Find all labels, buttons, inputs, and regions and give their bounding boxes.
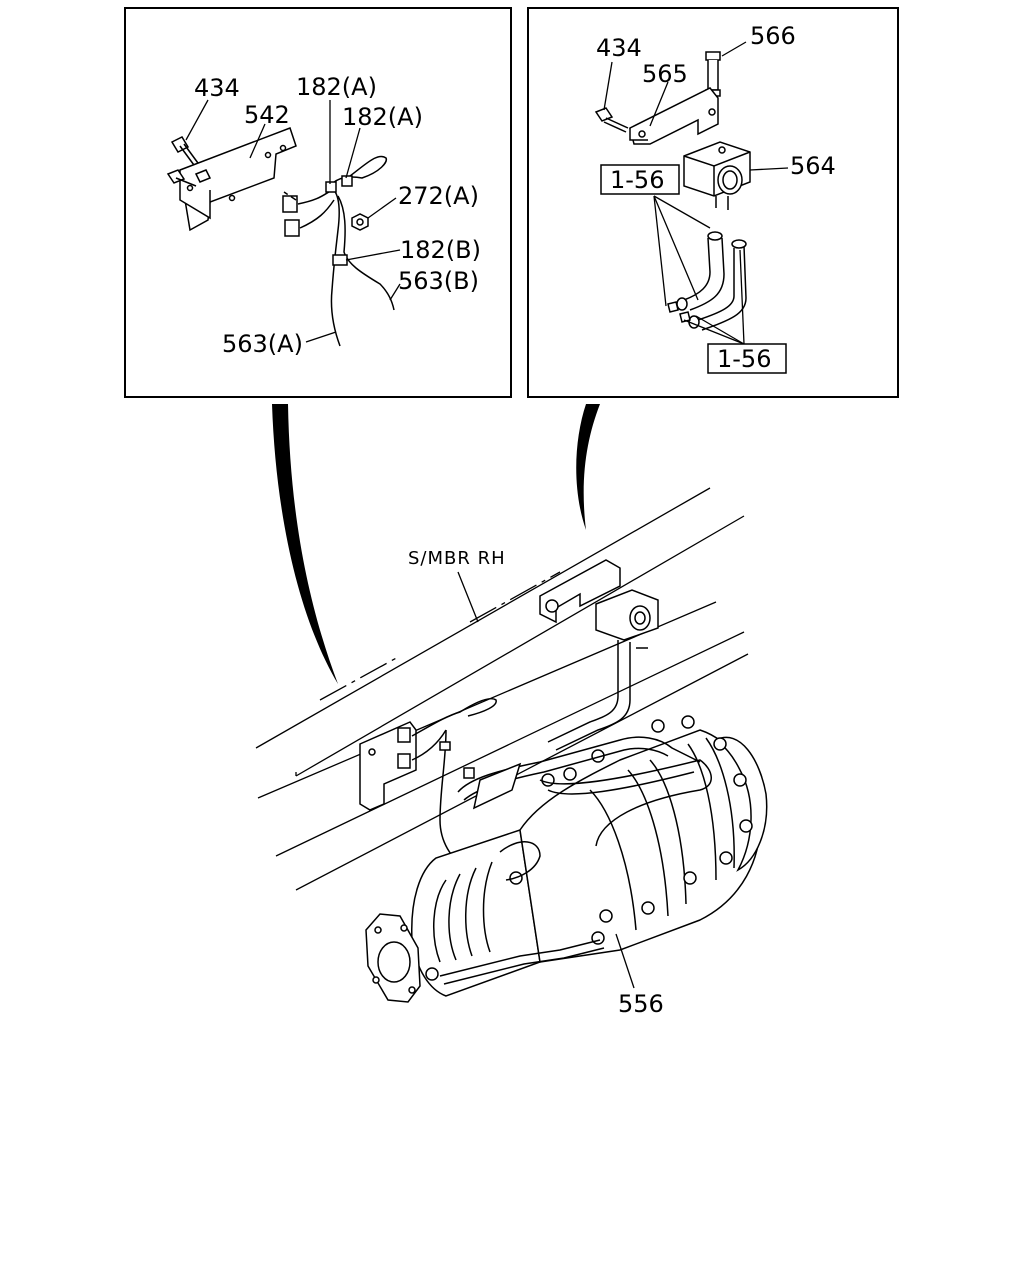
frame-harness-bracket <box>359 698 497 871</box>
label-182a-right: 182(A) <box>342 103 423 131</box>
inset-right: 434 565 566 564 1-56 1-56 <box>527 7 899 398</box>
inset-left: 434 542 182(A) 182(A) 272(A) 182(B) 563(… <box>124 7 512 398</box>
leaders-right <box>603 41 789 345</box>
inset-left-frame <box>124 7 512 398</box>
bolt-566 <box>705 51 721 97</box>
label-563a: 563(A) <box>222 330 303 358</box>
sensor-564 <box>683 141 751 210</box>
label-ref-lower: 1-56 <box>717 345 771 373</box>
frame-leader <box>457 571 479 623</box>
label-563b: 563(B) <box>398 267 479 295</box>
label-566: 566 <box>750 22 796 50</box>
nut-272a <box>351 213 369 231</box>
label-ref-upper: 1-56 <box>610 166 664 194</box>
pressure-pipes <box>547 640 648 751</box>
bolt-434-right <box>594 107 629 133</box>
main-assembly: S/MBR RH <box>255 487 768 1018</box>
ref-box-lower <box>707 343 787 374</box>
label-182b: 182(B) <box>400 236 481 264</box>
dpf-assembly-556 <box>365 715 768 1003</box>
label-564: 564 <box>790 152 836 180</box>
bracket-542 <box>179 127 297 232</box>
bolt-lower <box>166 169 197 187</box>
label-182a-top: 182(A) <box>296 73 377 101</box>
leaders-left <box>185 99 401 343</box>
callout-arcs <box>272 404 600 684</box>
wire-harness <box>282 155 395 347</box>
label-434-left: 434 <box>194 74 240 102</box>
inset-right-frame <box>527 7 899 398</box>
side-member-rh <box>255 487 749 891</box>
bracket-565 <box>629 87 719 145</box>
label-434-right: 434 <box>596 34 642 62</box>
ref-box-upper <box>600 164 680 195</box>
label-556: 556 <box>618 990 664 1018</box>
frame-sensor-bracket <box>539 559 659 641</box>
label-542: 542 <box>244 101 290 129</box>
hoses <box>667 231 747 331</box>
label-frame: S/MBR RH <box>408 548 506 569</box>
label-272a: 272(A) <box>398 182 479 210</box>
label-565: 565 <box>642 60 688 88</box>
dpf-leader <box>615 933 635 989</box>
